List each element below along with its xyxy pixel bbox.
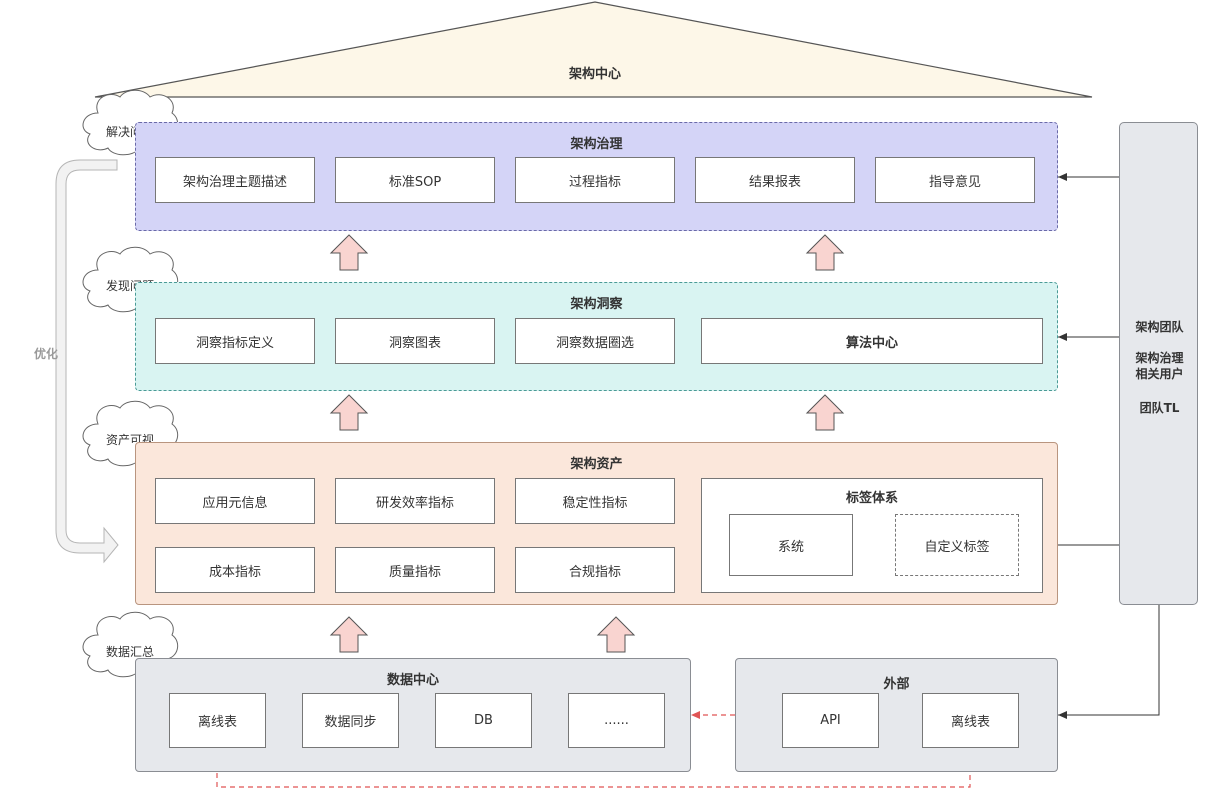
team-to-external-arrow (1058, 604, 1160, 719)
governance-item-process[interactable]: 过程指标 (515, 157, 675, 203)
up-arrow-data-assets-1 (329, 616, 369, 653)
asset-item-app-meta[interactable]: 应用元信息 (155, 478, 315, 524)
insight-item-metric-def[interactable]: 洞察指标定义 (155, 318, 315, 364)
tag-system-title: 标签体系 (845, 491, 898, 506)
governance-item-sop[interactable]: 标准SOP (335, 157, 495, 203)
data-item-more[interactable]: ...... (568, 693, 665, 748)
up-arrow-insight-governance-2 (805, 234, 845, 271)
assets-title: 架构资产 (570, 457, 623, 472)
cloud-label-data-collect: 数据汇总 (105, 645, 154, 659)
team-label-users: 相关用户 (1135, 367, 1184, 381)
governance-title: 架构治理 (570, 137, 623, 152)
team-panel: 架构团队 架构治理 相关用户 团队TL (1119, 122, 1198, 605)
up-arrow-data-assets-2 (596, 616, 636, 653)
insight-item-chart[interactable]: 洞察图表 (335, 318, 495, 364)
governance-item-guidance[interactable]: 指导意见 (875, 157, 1035, 203)
up-arrow-insight-governance-1 (329, 234, 369, 271)
insight-item-data-select[interactable]: 洞察数据圈选 (515, 318, 675, 364)
up-arrow-assets-insight-2 (805, 394, 845, 431)
tag-system-item[interactable]: 系统 (729, 514, 853, 576)
asset-item-quality[interactable]: 质量指标 (335, 547, 495, 593)
data-item-data-sync[interactable]: 数据同步 (302, 693, 399, 748)
asset-item-stability[interactable]: 稳定性指标 (515, 478, 675, 524)
team-label-gov: 架构治理 (1135, 351, 1184, 365)
external-title: 外部 (883, 677, 910, 692)
insight-title: 架构洞察 (570, 297, 623, 312)
governance-item-topic[interactable]: 架构治理主题描述 (155, 157, 315, 203)
up-arrow-assets-insight-1 (329, 394, 369, 431)
optimize-label: 优化 (34, 347, 59, 361)
team-label-tl: 团队TL (1139, 401, 1180, 415)
data-item-offline-table[interactable]: 离线表 (169, 693, 266, 748)
external-item-api[interactable]: API (782, 693, 879, 748)
roof-label: 架构中心 (568, 67, 621, 82)
data-center-title: 数据中心 (386, 673, 439, 688)
roof-triangle (94, 1, 1093, 98)
optimize-loop-arrow (55, 159, 119, 564)
tag-custom-item[interactable]: 自定义标签 (895, 514, 1019, 576)
governance-item-report[interactable]: 结果报表 (695, 157, 855, 203)
team-label-arch: 架构团队 (1135, 320, 1184, 334)
algorithm-center-box[interactable]: 算法中心 (701, 318, 1043, 364)
asset-item-compliance[interactable]: 合规指标 (515, 547, 675, 593)
asset-item-cost[interactable]: 成本指标 (155, 547, 315, 593)
data-item-db[interactable]: DB (435, 693, 532, 748)
external-item-offline-table[interactable]: 离线表 (922, 693, 1019, 748)
asset-item-rd-efficiency[interactable]: 研发效率指标 (335, 478, 495, 524)
